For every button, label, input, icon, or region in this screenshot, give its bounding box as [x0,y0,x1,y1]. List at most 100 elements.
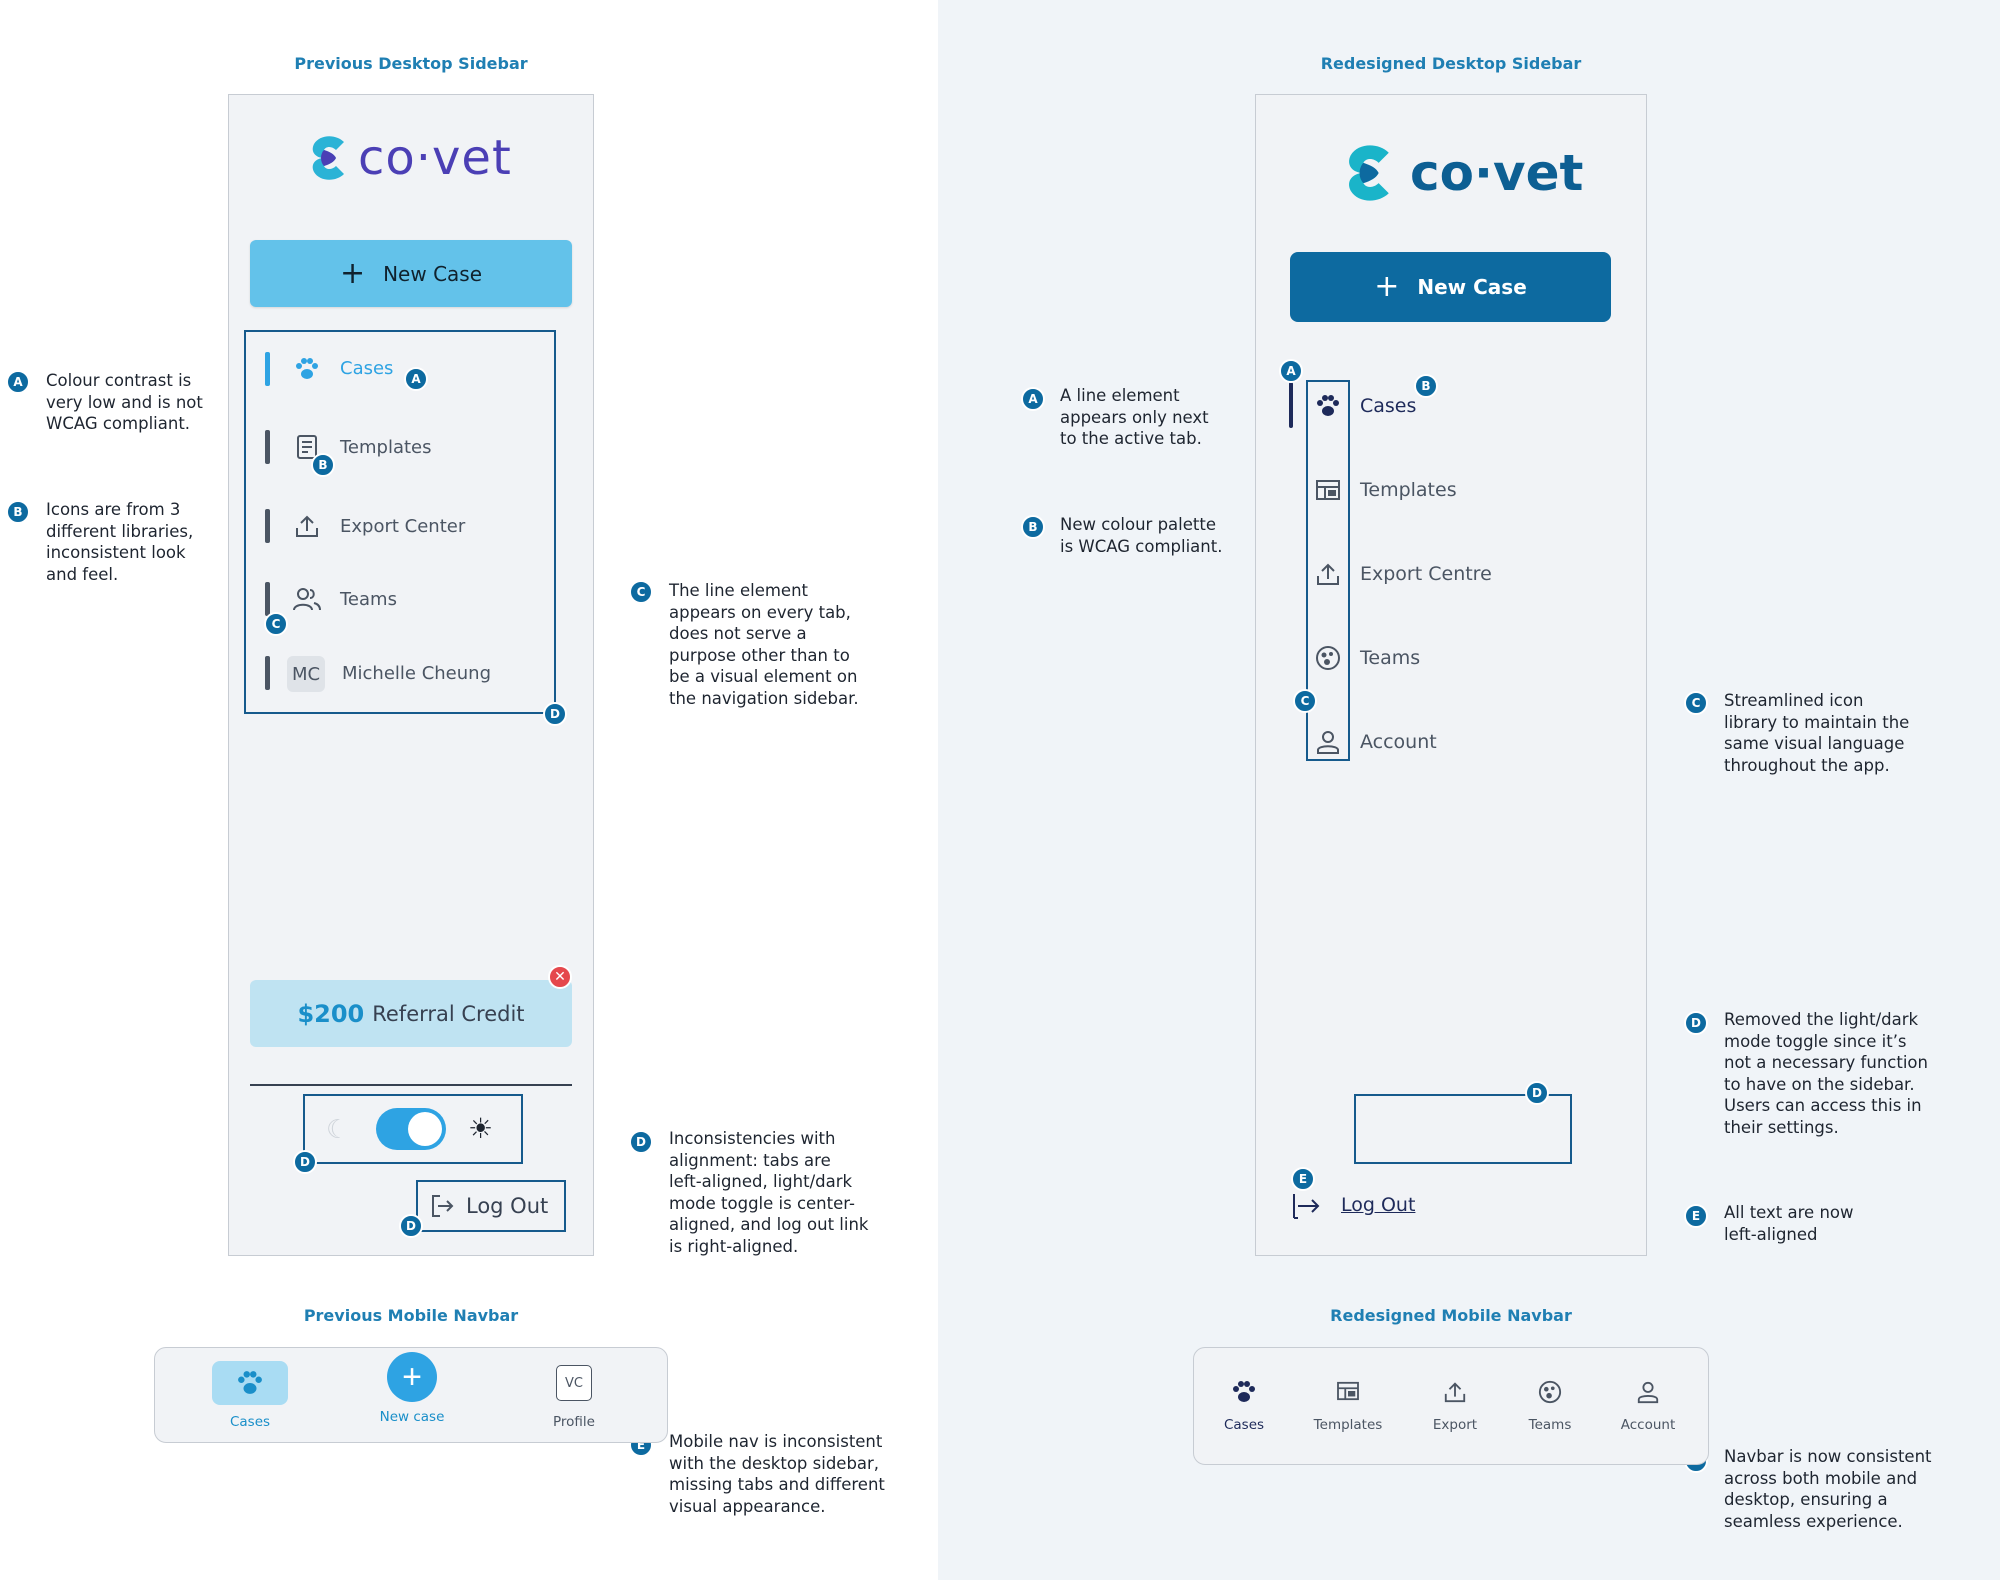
new-active-line [1289,382,1293,428]
old-line [265,509,270,543]
new-logo: co·vet [1340,140,1583,206]
old-new-case-button[interactable]: + New Case [250,240,572,307]
section-title-new-desktop: Redesigned Desktop Sidebar [1320,54,1582,73]
note-badge-d: D [1684,1011,1708,1035]
section-title-prev-mobile: Previous Mobile Navbar [303,1306,519,1325]
section-title-prev-desktop: Previous Desktop Sidebar [294,54,528,73]
old-nav-user-name[interactable]: Michelle Cheung [342,663,492,684]
referral-amount: $200 [297,999,365,1028]
plus-icon: + [339,255,366,291]
plus-icon: + [402,1358,422,1396]
note-badge-a: A [6,370,30,394]
upload-icon [292,511,322,541]
old-new-case-label: New Case [383,261,483,286]
old-mobile-label-cases: Cases [229,1414,271,1430]
divider [250,1084,572,1086]
old-nav-export-center[interactable]: Export Center [340,516,466,537]
note-badge-d: D [629,1130,653,1154]
old-logout-link[interactable]: Log Out [466,1194,549,1218]
close-icon[interactable]: ✕ [548,965,572,989]
badge-d: D [543,702,567,726]
badge-d: D [293,1150,317,1174]
badge-b: B [1414,374,1438,398]
paw-icon [1314,392,1342,420]
note-badge-c: C [629,580,653,604]
covet-logo-icon [1349,145,1389,201]
teams-icon [1314,644,1342,672]
new-mobile-label-cases: Cases [1223,1417,1265,1433]
new-nav-templates[interactable]: Templates [1360,479,1457,501]
old-mobile-profile-avatar[interactable]: VC [556,1365,592,1401]
old-nav-templates[interactable]: Templates [340,437,432,458]
old-mobile-label-profile: Profile [553,1414,595,1430]
old-nav-cases[interactable]: Cases [340,358,394,379]
badge-d: D [399,1214,423,1238]
plus-icon: + [1374,269,1400,304]
new-mobile-label-teams: Teams [1528,1417,1572,1433]
moon-icon: ☾ [326,1114,350,1144]
note-badge-e: E [1684,1204,1708,1228]
new-mobile-navbar [1193,1347,1709,1465]
badge-e: E [1291,1167,1315,1191]
template-icon[interactable] [1336,1381,1360,1403]
new-nav-account[interactable]: Account [1360,731,1437,753]
new-logout-link[interactable]: Log Out [1341,1194,1416,1216]
new-nav-export-centre[interactable]: Export Centre [1360,563,1492,585]
referral-credit-banner[interactable]: $200 Referral Credit [250,980,572,1047]
document-icon [292,432,322,462]
theme-toggle[interactable] [376,1108,446,1150]
old-nav-teams[interactable]: Teams [340,589,397,610]
teams-icon[interactable] [1538,1380,1562,1404]
account-icon [1314,728,1342,756]
section-title-new-mobile: Redesigned Mobile Navbar [1330,1306,1572,1325]
brand-name: co·vet [358,130,512,186]
old-line [265,582,270,616]
users-icon [292,584,322,614]
new-icons-annotation-box [1306,380,1350,761]
badge-a: A [404,367,428,391]
old-toggle-annotation-box [303,1094,523,1164]
template-icon [1314,476,1342,504]
paw-icon[interactable] [1231,1380,1257,1404]
old-logo: co·vet [306,130,512,186]
old-mobile-cases-tab[interactable] [212,1361,288,1405]
new-nav-teams[interactable]: Teams [1360,647,1421,669]
account-icon[interactable] [1636,1380,1660,1404]
avatar: MC [287,656,325,692]
new-mobile-label-account: Account [1620,1417,1676,1433]
old-line [265,656,270,690]
toggle-knob [408,1112,442,1146]
new-mobile-label-templates: Templates [1313,1417,1383,1433]
new-new-case-button[interactable]: + New Case [1290,252,1611,322]
old-nav-annotation-box [244,330,556,714]
badge-a: A [1279,359,1303,383]
old-active-line [265,352,270,386]
old-mobile-label-new-case: New case [379,1409,445,1425]
new-nav-cases[interactable]: Cases [1360,395,1417,417]
note-badge-a: A [1021,387,1045,411]
upload-icon[interactable] [1443,1380,1467,1404]
badge-c: C [264,612,288,636]
referral-label: Referral Credit [372,1001,525,1026]
old-mobile-new-case-button[interactable]: + [387,1352,437,1402]
covet-logo-icon [312,136,344,180]
logout-icon [1292,1192,1322,1220]
old-logout-annotation-box [416,1180,566,1232]
old-line [265,430,270,464]
logout-icon [428,1192,456,1220]
paw-icon [238,1371,262,1394]
badge-b: B [311,453,335,477]
new-new-case-label: New Case [1417,275,1527,299]
sun-icon: ☀ [468,1113,494,1144]
brand-name: co·vet [1410,144,1584,202]
